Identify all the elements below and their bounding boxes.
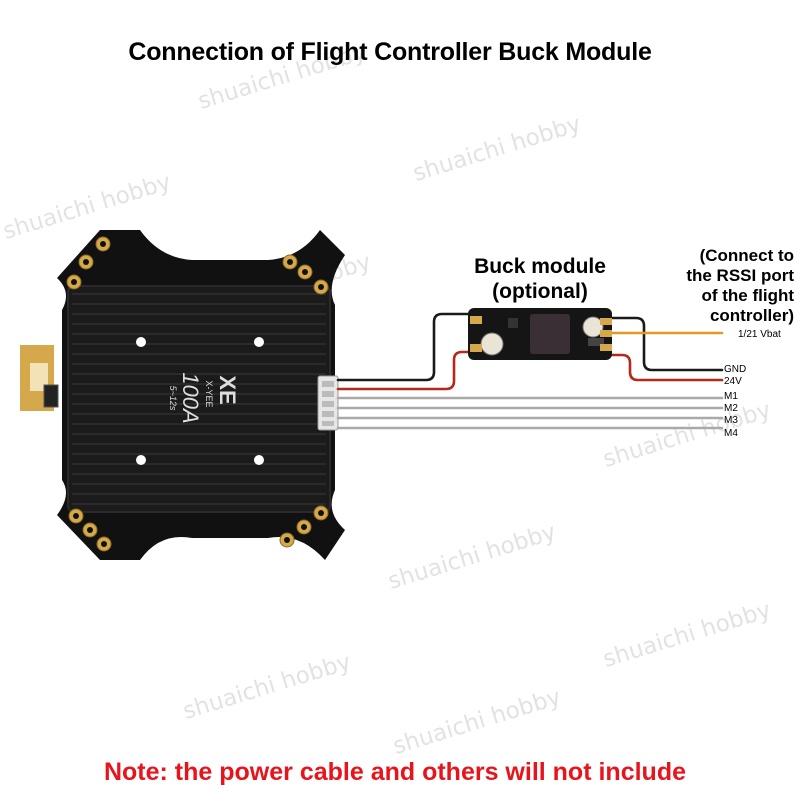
wire-label-m1: M1 [724, 391, 738, 402]
buck-module-label: Buck module (optional) [458, 254, 622, 304]
wire-label-m3: M3 [724, 415, 738, 426]
rssi-note-line: of the flight [701, 286, 794, 305]
buck-module [468, 308, 612, 360]
board-logo: XE [215, 375, 240, 404]
buck-module-label-line2: (optional) [492, 280, 588, 303]
wire-label-m2: M2 [724, 403, 738, 414]
wire-label-gnd: GND [724, 364, 746, 375]
wire-label-vbat: 1/21 Vbat [738, 329, 781, 340]
board-cells: 5~12s [168, 386, 178, 411]
wire-harness [336, 312, 724, 430]
rssi-note-line: controller) [709, 306, 794, 325]
rssi-note-line: (Connect to [699, 246, 794, 265]
board-model: 100A [178, 372, 203, 423]
rssi-port-note: (Connect to the RSSI port of the flight … [664, 246, 794, 326]
wire-label-24v: 24V [724, 376, 742, 387]
wire-label-m4: M4 [724, 428, 738, 439]
esc-board: XE X-YEE 100A 5~12s [43, 230, 345, 560]
disclaimer-note: Note: the power cable and others will no… [103, 758, 686, 786]
buck-module-label-line1: Buck module [474, 255, 606, 278]
board-brand: X-YEE [204, 380, 214, 407]
rssi-note-line: the RSSI port [686, 266, 794, 285]
page-title: Connection of Flight Controller Buck Mod… [128, 38, 652, 66]
wire-labels: 1/21 Vbat GND 24V M1 M2 M3 M4 [724, 329, 781, 439]
